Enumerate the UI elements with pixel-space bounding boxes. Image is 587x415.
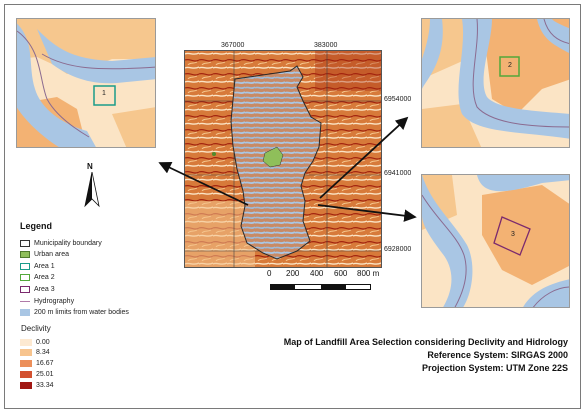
scale-label-600: 600	[334, 269, 348, 278]
inset-area-3-label: 3	[511, 231, 515, 238]
legend-label: Area 2	[34, 274, 55, 281]
declivity-swatch	[20, 371, 32, 378]
small-green-area	[212, 152, 216, 156]
x-tick-367000: 367000	[221, 42, 245, 49]
projection-system: Projection System: UTM Zone 22S	[421, 363, 568, 373]
legend-label: Area 1	[34, 263, 55, 270]
main-map[interactable]	[184, 50, 382, 268]
inset-area-2-label: 2	[508, 62, 512, 69]
declivity-title: Declivity	[21, 324, 51, 333]
inset-area-3: 3	[421, 174, 570, 308]
y-tick-6928000: 6928000	[384, 246, 412, 253]
legend-swatch-area-2	[20, 274, 30, 281]
scale-label-800: 800 m	[357, 269, 380, 278]
legend-swatch-municipality	[20, 240, 30, 247]
declivity-label: 0.00	[36, 339, 50, 346]
declivity-swatch	[20, 339, 32, 346]
area-1-polygon	[93, 85, 116, 106]
declivity-swatch	[20, 349, 32, 356]
legend-label: 200 m limits from water bodies	[34, 309, 129, 316]
legend-swatch-urban	[20, 251, 30, 258]
inset-area-1-label: 1	[102, 90, 106, 97]
legend-swatch-area-1	[20, 263, 30, 270]
area-2-polygon	[499, 56, 520, 77]
legend-swatch-area-3	[20, 286, 30, 293]
declivity-swatch	[20, 382, 32, 389]
inset-area-2-map	[422, 19, 569, 147]
x-tick-383000: 383000	[314, 42, 338, 49]
inset-area-1-map	[17, 19, 155, 147]
declivity-label: 16.67	[36, 360, 54, 367]
legend-label: Urban area	[34, 251, 70, 258]
declivity-label: 25.01	[36, 371, 54, 378]
legend-label: Municipality boundary	[34, 240, 102, 247]
map-title-block: Map of Landfill Area Selection consideri…	[248, 336, 568, 375]
inset-area-2: 2	[421, 18, 570, 148]
north-label: N	[87, 162, 93, 171]
scale-label-400: 400	[310, 269, 324, 278]
scale-bar	[270, 284, 371, 290]
legend-title: Legend	[20, 221, 53, 231]
area-3-polygon	[493, 216, 531, 256]
legend-swatch-hydrography	[20, 301, 30, 302]
declivity-label: 33.34	[36, 382, 54, 389]
map-frame	[4, 4, 581, 409]
scale-label-200: 200	[286, 269, 300, 278]
legend-label: Hydrography	[34, 298, 75, 305]
declivity-swatch	[20, 360, 32, 367]
reference-system: Reference System: SIRGAS 2000	[427, 350, 568, 360]
north-arrow-icon	[84, 172, 100, 208]
scale-label-0: 0	[267, 269, 272, 278]
y-tick-6941000: 6941000	[384, 170, 412, 177]
legend-label: Area 3	[34, 286, 55, 293]
y-tick-6954000: 6954000	[384, 96, 412, 103]
declivity-label: 8.34	[36, 349, 50, 356]
map-title: Map of Landfill Area Selection consideri…	[283, 337, 568, 347]
urban-area	[262, 146, 284, 168]
legend-swatch-water-limits	[20, 309, 30, 316]
main-map-canvas	[185, 51, 381, 267]
inset-area-1: 1	[16, 18, 156, 148]
north-arrow: N	[79, 162, 105, 210]
inset-area-3-map	[422, 175, 569, 307]
